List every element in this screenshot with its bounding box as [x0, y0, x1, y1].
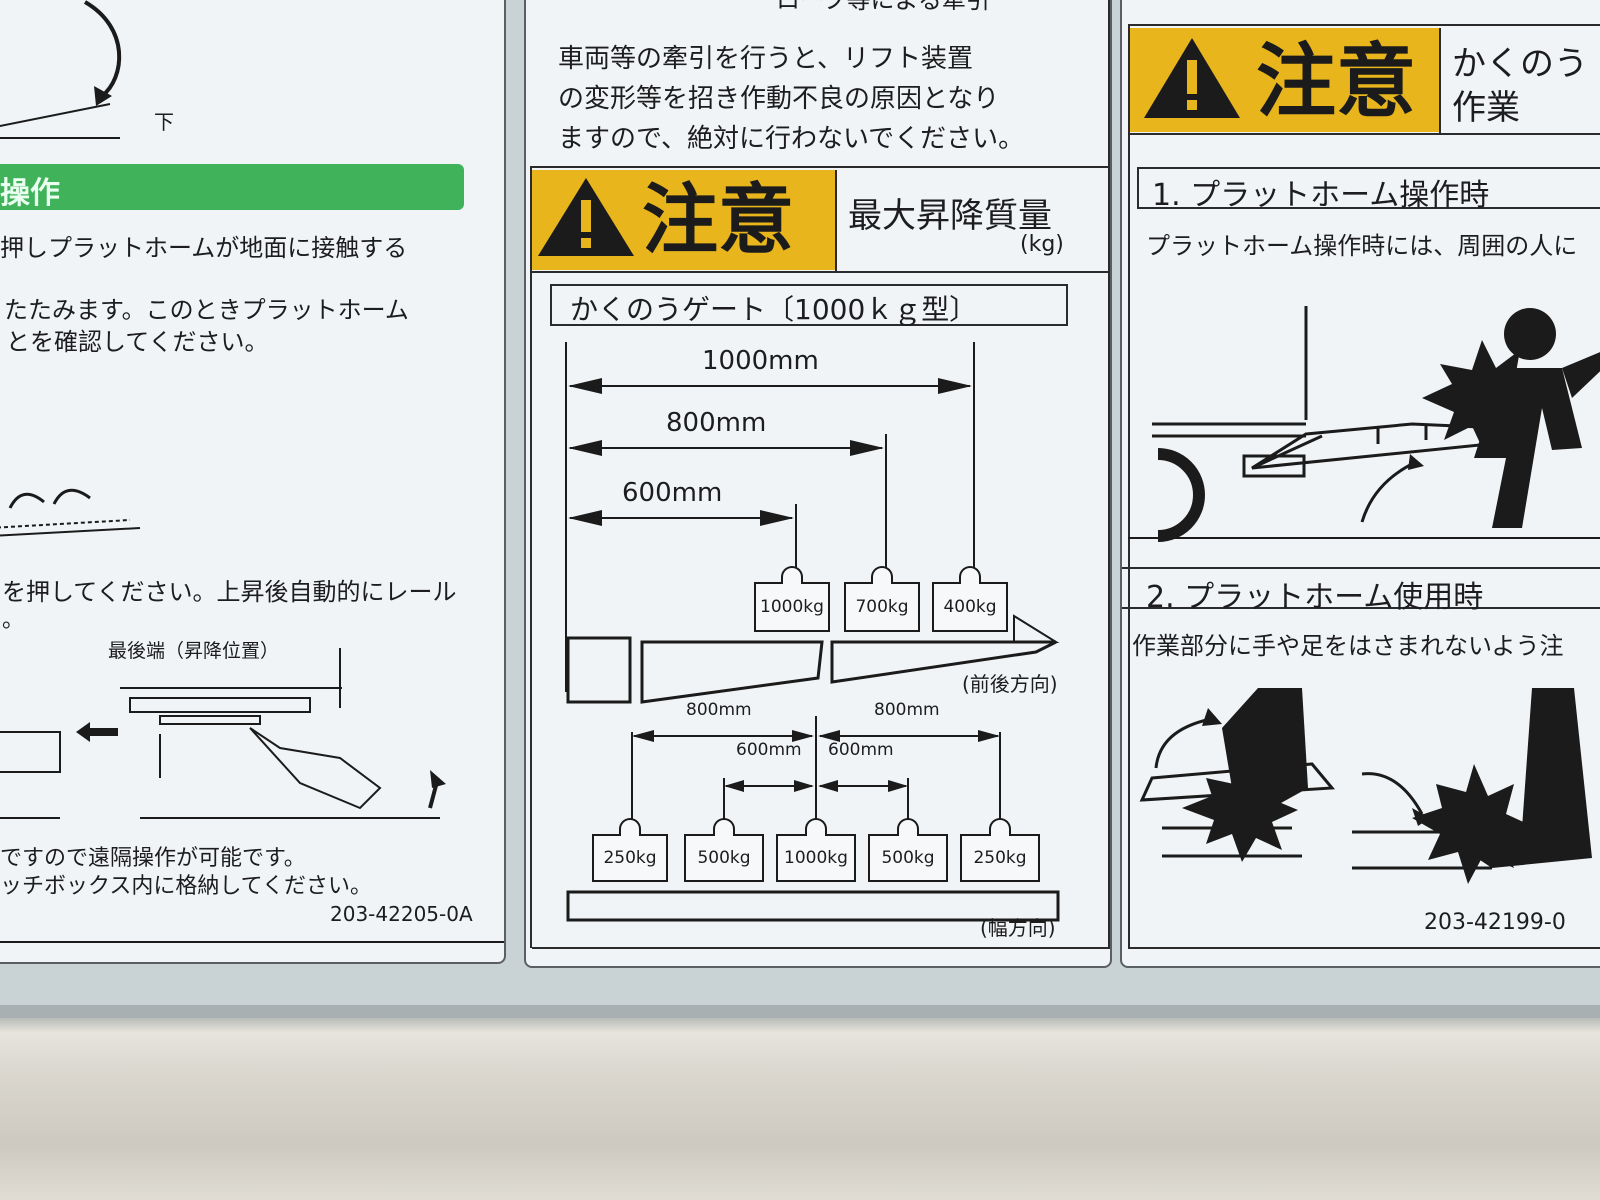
right-caution-word: 注意: [1256, 35, 1416, 128]
weight-500kg-right: 500kg: [868, 818, 948, 882]
width-dist-600-right: 600mm: [828, 740, 894, 760]
left-line-5: 。: [2, 608, 25, 633]
width-dist-800-left: 800mm: [686, 700, 752, 720]
rear-end-label: 最後端（昇降位置）: [108, 640, 280, 662]
section-1-text: プラットホーム操作時には、周囲の人に: [1146, 232, 1578, 260]
kg-unit: (kg): [1020, 232, 1064, 257]
center-sticker: ロープ等による牽引 車両等の牽引を行うと、リフト装置 の変形等を招き作動不良の原…: [524, 0, 1112, 968]
gate-title-box: [550, 284, 1068, 326]
dist-800mm: 800mm: [666, 408, 767, 438]
left-line-1: 押しプラットホームが地面に接触する: [0, 234, 408, 262]
width-direction-label: (幅方向): [980, 916, 1056, 940]
left-sticker-drawings: [0, 0, 504, 943]
green-heading-bar: [0, 164, 464, 210]
left-line-2: たたみます。このときプラットホーム: [4, 296, 409, 324]
section-1-heading: 1. プラットホーム操作時: [1152, 178, 1490, 213]
warning-line-2: の変形等を招き作動不良の原因となり: [558, 84, 1000, 114]
width-dist-800-right: 800mm: [874, 700, 940, 720]
warning-line-1: 車両等の牽引を行うと、リフト装置: [558, 44, 973, 74]
left-line-6: ですので遠隔操作が可能です。: [0, 846, 306, 871]
right-caution-text-1: かくのう: [1452, 44, 1588, 84]
width-dist-600-left: 600mm: [736, 740, 802, 760]
fore-aft-label: (前後方向): [962, 672, 1058, 696]
dist-600mm: 600mm: [622, 478, 723, 508]
gate-title: かくのうゲート〔1000ｋｇ型〕: [570, 293, 978, 326]
left-sticker: 下 操作 押しプラットホームが地面に接触する たたみます。このときプラットホーム…: [0, 0, 506, 964]
warning-line-3: ますので、絶対に行わないでください。: [558, 124, 1025, 154]
left-line-3: とを確認してください。: [6, 328, 269, 356]
right-sticker-drawings: [1122, 24, 1600, 949]
weight-500kg-left: 500kg: [684, 818, 764, 882]
frame-right: [1108, 0, 1110, 948]
max-lift-mass-title: 最大昇降質量: [848, 196, 1052, 236]
caution-word: 注意: [642, 175, 794, 264]
weight-400kg: 400kg: [932, 566, 1008, 632]
towing-heading: ロープ等による牽引: [776, 0, 990, 14]
weight-1000kg-center: 1000kg: [776, 818, 856, 882]
right-code: 203-42199-0: [1424, 910, 1566, 935]
center-sticker-drawings: [532, 170, 1110, 949]
right-sticker: 注意 かくのう 作業 1. プラットホーム操作時 プラットホーム操作時には、周囲…: [1120, 0, 1600, 968]
dist-1000mm: 1000mm: [702, 346, 819, 376]
down-label: 下: [154, 110, 174, 134]
left-line-4: を押してください。上昇後自動的にレール: [2, 578, 457, 606]
divider: [530, 166, 1110, 168]
left-line-7: ッチボックス内に格納してください。: [0, 874, 373, 899]
section-2-heading: 2. プラットホーム使用時: [1146, 580, 1484, 615]
right-caution-text-2: 作業: [1452, 88, 1520, 128]
weight-250kg-left: 250kg: [592, 818, 668, 882]
section-2-text: 作業部分に手や足をはさまれないよう注: [1132, 632, 1564, 660]
weight-700kg: 700kg: [844, 566, 920, 632]
weight-250kg-right: 250kg: [960, 818, 1040, 882]
operation-heading: 操作: [0, 176, 60, 211]
left-code: 203-42205-0A: [330, 902, 473, 926]
concrete-sill: [0, 1018, 1600, 1200]
weight-1000kg-fore: 1000kg: [754, 566, 830, 632]
frame-left: [530, 166, 532, 948]
